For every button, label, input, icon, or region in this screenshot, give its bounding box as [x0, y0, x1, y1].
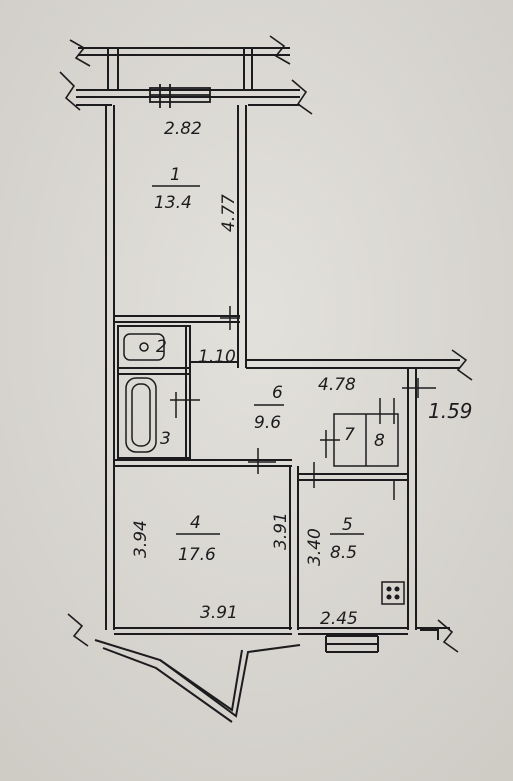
wall-break-marks	[59, 35, 473, 653]
room-5-area: 8.5	[330, 543, 357, 563]
room-5-left: 3.40	[305, 528, 325, 566]
room-5-number: 5	[342, 515, 353, 535]
room-4-right: 3.91	[271, 512, 291, 550]
storage-closets	[320, 413, 399, 467]
hall-side: 1.59	[428, 399, 473, 423]
room-4-number: 4	[190, 513, 201, 533]
room-3-number: 3	[160, 429, 171, 449]
door-marks	[220, 306, 436, 500]
bathroom-fixtures	[123, 333, 200, 453]
window-top	[149, 84, 211, 108]
hall-length: 4.78	[318, 375, 356, 395]
room-2-number: 2	[156, 337, 167, 357]
room-1-area: 13.4	[154, 193, 192, 213]
room-1-width: 2.82	[164, 119, 202, 139]
stove-icon	[381, 581, 405, 605]
room-4-area: 17.6	[178, 545, 216, 565]
room-6-area: 9.6	[254, 413, 281, 433]
outer-walls	[76, 47, 460, 723]
closet-dimension: 1.10	[198, 347, 236, 367]
sink-drain	[139, 342, 149, 352]
room-4-bottom: 3.91	[200, 603, 238, 623]
room-6-number: 6	[272, 383, 283, 403]
area-fraction-lines	[152, 185, 364, 535]
room-1-number: 1	[170, 165, 181, 185]
room-4-left: 3.94	[131, 520, 151, 558]
room-7-number: 7	[344, 425, 355, 445]
room-1-length: 4.77	[219, 194, 239, 232]
room-8-number: 8	[374, 431, 385, 451]
room-5-bottom: 2.45	[320, 609, 358, 629]
